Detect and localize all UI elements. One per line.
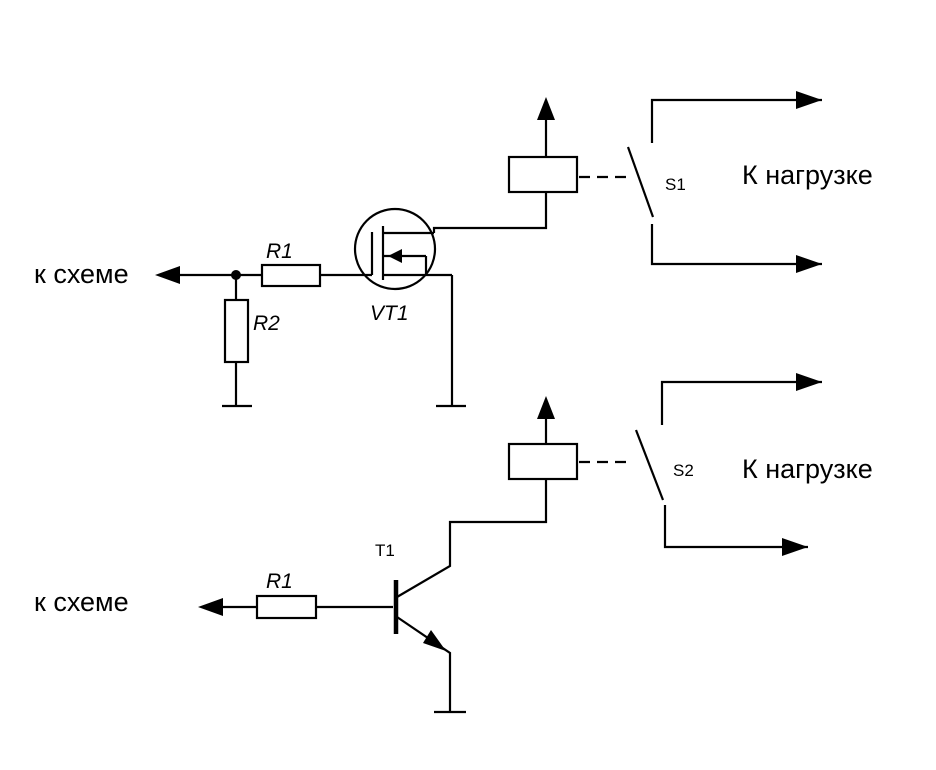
top-supply-arrow-icon	[537, 97, 555, 120]
bottom-supply-arrow-icon	[537, 396, 555, 419]
top-relay-coil	[507, 155, 579, 194]
bottom-t1-label: T1	[375, 541, 395, 560]
top-input-arrowhead	[155, 266, 180, 284]
top-switch-s1	[626, 91, 822, 273]
top-circuit: к схеме R1 R2 VT1	[34, 91, 873, 408]
top-r2-resistor	[223, 298, 250, 364]
bottom-input-arrowhead	[198, 598, 223, 616]
bottom-s2-label: S2	[673, 461, 694, 480]
bottom-bjt-t1	[393, 480, 548, 712]
bottom-r1-resistor	[255, 594, 318, 620]
top-r1-resistor	[260, 263, 322, 288]
bottom-r1-label: R1	[266, 570, 293, 593]
top-drain-wire	[432, 192, 548, 233]
bottom-switch-s2	[634, 373, 822, 556]
top-r1-label: R1	[266, 240, 293, 263]
bottom-load-label: К нагрузке	[742, 454, 873, 484]
bottom-input-label: к схеме	[34, 587, 129, 617]
top-vt1-label: VT1	[370, 302, 409, 325]
top-s1-label: S1	[665, 175, 686, 194]
top-mosfet-vt1	[353, 207, 452, 291]
top-r2-label: R2	[253, 312, 280, 335]
top-load-label: К нагрузке	[742, 160, 873, 190]
bottom-relay-coil	[507, 442, 579, 481]
top-input-label: к схеме	[34, 259, 129, 289]
bottom-circuit: к схеме R1 T1 S2 К нагрузке	[34, 373, 873, 714]
